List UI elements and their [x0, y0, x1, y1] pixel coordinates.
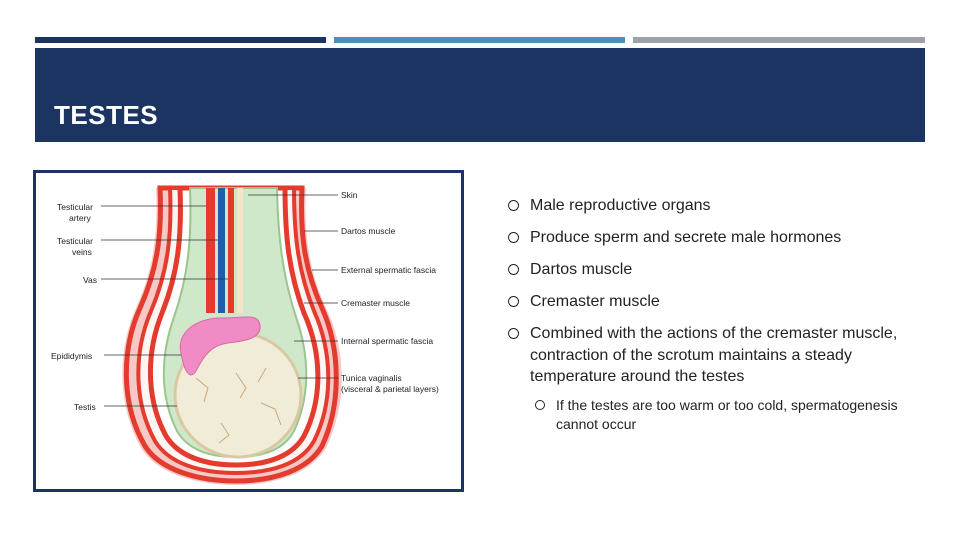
label-internal-spermatic-fascia: Internal spermatic fascia — [341, 336, 433, 346]
bullet-circle-icon — [535, 400, 545, 410]
testicular-veins — [218, 188, 225, 313]
sub-bullet-item: If the testes are too warm or too cold, … — [535, 396, 918, 434]
accent-bar-navy — [35, 37, 326, 43]
label-testicular-veins-1: Testicular — [57, 236, 93, 246]
bullet-circle-icon — [508, 296, 519, 307]
label-testicular-artery-2: artery — [69, 213, 91, 223]
label-dartos-muscle: Dartos muscle — [341, 226, 396, 236]
bullet-text: Dartos muscle — [530, 261, 632, 278]
vas-deferens — [228, 188, 234, 313]
bullet-circle-icon — [508, 328, 519, 339]
label-skin: Skin — [341, 190, 358, 200]
testicular-artery — [206, 188, 215, 313]
label-testis: Testis — [74, 402, 96, 412]
label-tunica-vaginalis-2: (visceral & parietal layers) — [341, 384, 439, 394]
label-external-spermatic-fascia: External spermatic fascia — [341, 265, 436, 275]
bullet-item: Cremaster muscle — [508, 291, 918, 313]
accent-bar-gray — [633, 37, 925, 43]
label-testicular-artery-1: Testicular — [57, 202, 93, 212]
bullet-item: Dartos muscle — [508, 259, 918, 281]
bullet-item: Produce sperm and secrete male hormones — [508, 227, 918, 249]
bullet-circle-icon — [508, 264, 519, 275]
cord-tissue — [237, 188, 243, 313]
bullet-list: Male reproductive organs Produce sperm a… — [508, 195, 918, 444]
sub-bullet-list: If the testes are too warm or too cold, … — [535, 396, 918, 434]
bullet-text: Male reproductive organs — [530, 197, 711, 214]
label-cremaster-muscle: Cremaster muscle — [341, 298, 410, 308]
slide-title: TESTES — [54, 100, 158, 131]
bullet-item: Combined with the actions of the cremast… — [508, 323, 918, 434]
bullet-text: Combined with the actions of the cremast… — [530, 325, 897, 385]
bullet-circle-icon — [508, 200, 519, 211]
bullet-circle-icon — [508, 232, 519, 243]
title-band: TESTES — [35, 48, 925, 142]
label-epididymis: Epididymis — [51, 351, 92, 361]
bullet-item: Male reproductive organs — [508, 195, 918, 217]
sub-bullet-text: If the testes are too warm or too cold, … — [556, 397, 898, 432]
label-testicular-veins-2: veins — [72, 247, 92, 257]
accent-bar-blue — [334, 37, 625, 43]
label-tunica-vaginalis-1: Tunica vaginalis — [341, 373, 402, 383]
bullet-text: Produce sperm and secrete male hormones — [530, 229, 841, 246]
testes-diagram: Testicular artery Testicular veins Vas E… — [36, 173, 461, 489]
label-vas: Vas — [83, 275, 97, 285]
testes-anatomy-figure: Testicular artery Testicular veins Vas E… — [33, 170, 464, 492]
bullet-text: Cremaster muscle — [530, 293, 660, 310]
